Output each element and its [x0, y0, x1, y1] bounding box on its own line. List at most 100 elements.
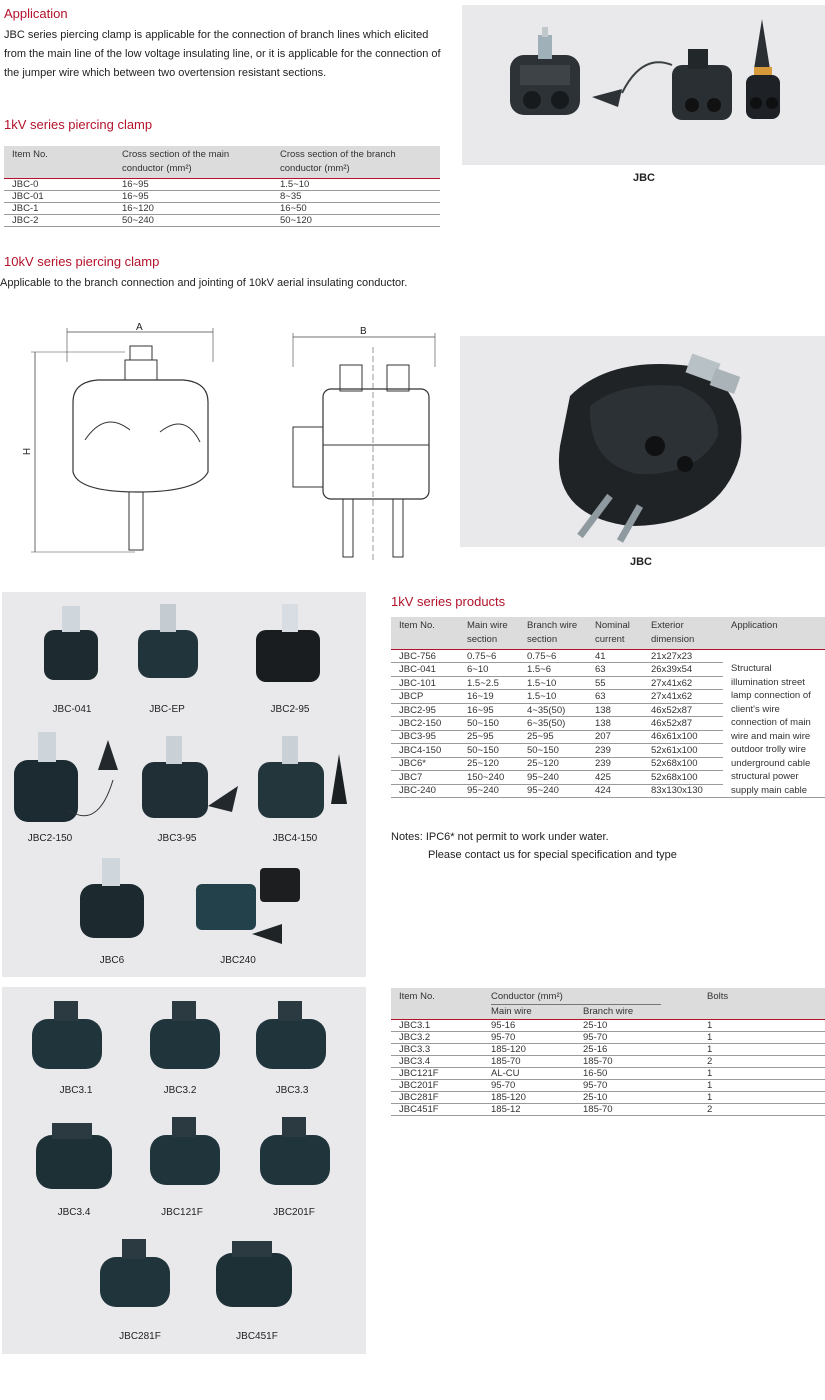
table-cell: JBC3.2 [391, 1031, 483, 1044]
table-cell: JBC201F [391, 1079, 483, 1092]
drawing-front [31, 328, 214, 553]
table-cell: 95~240 [519, 784, 587, 799]
table-cell: 185-12 [483, 1103, 575, 1116]
clamp-icon [142, 736, 238, 818]
table-cell: JBC451F [391, 1103, 483, 1116]
table-cell: 16-50 [575, 1067, 699, 1080]
table-cell: 185-70 [575, 1055, 699, 1068]
table-cell: 52x68x100 [643, 770, 723, 785]
product-label: JBC121F [161, 1207, 203, 1218]
table-cell: 1.5~10 [519, 676, 587, 691]
product-label: JBC-041 [52, 704, 92, 715]
application-text: JBC series piercing clamp is applicable … [4, 29, 441, 79]
product-label: JBC3.1 [59, 1085, 93, 1096]
table-cell: 25-10 [575, 1091, 699, 1104]
clamp-icon [36, 1123, 112, 1189]
application-title: Application [4, 6, 68, 21]
series1kv-table: Item No. Cross section of the main condu… [4, 146, 440, 227]
table-cell: 95-16 [483, 1019, 575, 1032]
clamp-icon [44, 606, 98, 680]
table-cell: 0.75~6 [519, 649, 587, 664]
clamp-icon [256, 1001, 326, 1069]
table-cell: 239 [587, 743, 643, 758]
table-cell: 55 [587, 676, 643, 691]
table-cell: JBCP [391, 689, 459, 704]
jbc-photo-top [462, 5, 825, 165]
table-cell: 1 [699, 1067, 825, 1080]
header-cell: Nominal current [595, 620, 630, 645]
table-cell: 6~35(50) [519, 716, 587, 731]
table-cell: 63 [587, 689, 643, 704]
table-cell: 1.5~10 [519, 689, 587, 704]
top-photo-caption: JBC [633, 172, 656, 184]
product-label: JBC2-150 [27, 833, 73, 844]
header-cell: Item No. [399, 620, 435, 631]
table-cell: 16~95 [459, 703, 519, 718]
header-cell: Item No. [12, 149, 48, 160]
table-cell: JBC-041 [391, 662, 459, 677]
table-cell: 185-120 [483, 1043, 575, 1056]
table-cell: 50~120 [272, 214, 440, 227]
table-cell: 150~240 [459, 770, 519, 785]
series10kv-title: 10kV series piercing clamp [4, 254, 160, 269]
table-cell: 185-120 [483, 1091, 575, 1104]
product-label: JBC2-95 [270, 704, 310, 715]
table-cell: 2 [699, 1055, 825, 1068]
header-cell: Branch wire section [527, 620, 578, 645]
header-cell: Main wire section [467, 620, 508, 645]
table-cell: JBC3.1 [391, 1019, 483, 1032]
table-cell: 2 [699, 1103, 825, 1116]
clamp-icon [256, 604, 320, 682]
table-cell: 50~240 [114, 214, 272, 227]
product-label: JBC3.2 [163, 1085, 197, 1096]
table-cell: 95~240 [459, 784, 519, 799]
table-cell: JBC4-150 [391, 743, 459, 758]
series10kv-text: Applicable to the branch connection and … [0, 277, 408, 289]
drawing-side [292, 333, 436, 562]
table-cell: JBC121F [391, 1067, 483, 1080]
table-cell: 1 [699, 1043, 825, 1056]
clamp-icon [14, 732, 118, 822]
notes-line-1: Notes: IPC6* not permit to work under wa… [391, 831, 609, 843]
table-cell: 1.5~6 [519, 662, 587, 677]
table-cell: JBC281F [391, 1091, 483, 1104]
table-cell: JBC-101 [391, 676, 459, 691]
table-cell: JBC-2 [4, 214, 114, 227]
table-cell: 95-70 [575, 1079, 699, 1092]
table-cell: 50~150 [459, 743, 519, 758]
table-cell: 83x130x130 [643, 784, 723, 799]
product-label: JBC3-95 [157, 833, 197, 844]
table-cell: 425 [587, 770, 643, 785]
table-cell: 27x41x62 [643, 676, 723, 691]
table-cell: 16~19 [459, 689, 519, 704]
table-cell: 6~10 [459, 662, 519, 677]
table-cell: JBC2-150 [391, 716, 459, 731]
dim-h-label: H [22, 447, 34, 456]
conductor-header: Conductor (mm²) [491, 990, 661, 1005]
clamp-icon [150, 1117, 220, 1185]
series1kv-title: 1kV series piercing clamp [4, 117, 153, 132]
table-cell: AL-CU [483, 1067, 575, 1080]
table-cell: JBC3.4 [391, 1055, 483, 1068]
table-cell: 52x61x100 [643, 743, 723, 758]
table-cell: 46x52x87 [643, 703, 723, 718]
table-cell: 95-70 [483, 1031, 575, 1044]
table-cell: 0.75~6 [459, 649, 519, 664]
table-cell: 50~150 [459, 716, 519, 731]
table-cell: 1.5~10 [272, 178, 440, 191]
table-cell: 1.5~2.5 [459, 676, 519, 691]
